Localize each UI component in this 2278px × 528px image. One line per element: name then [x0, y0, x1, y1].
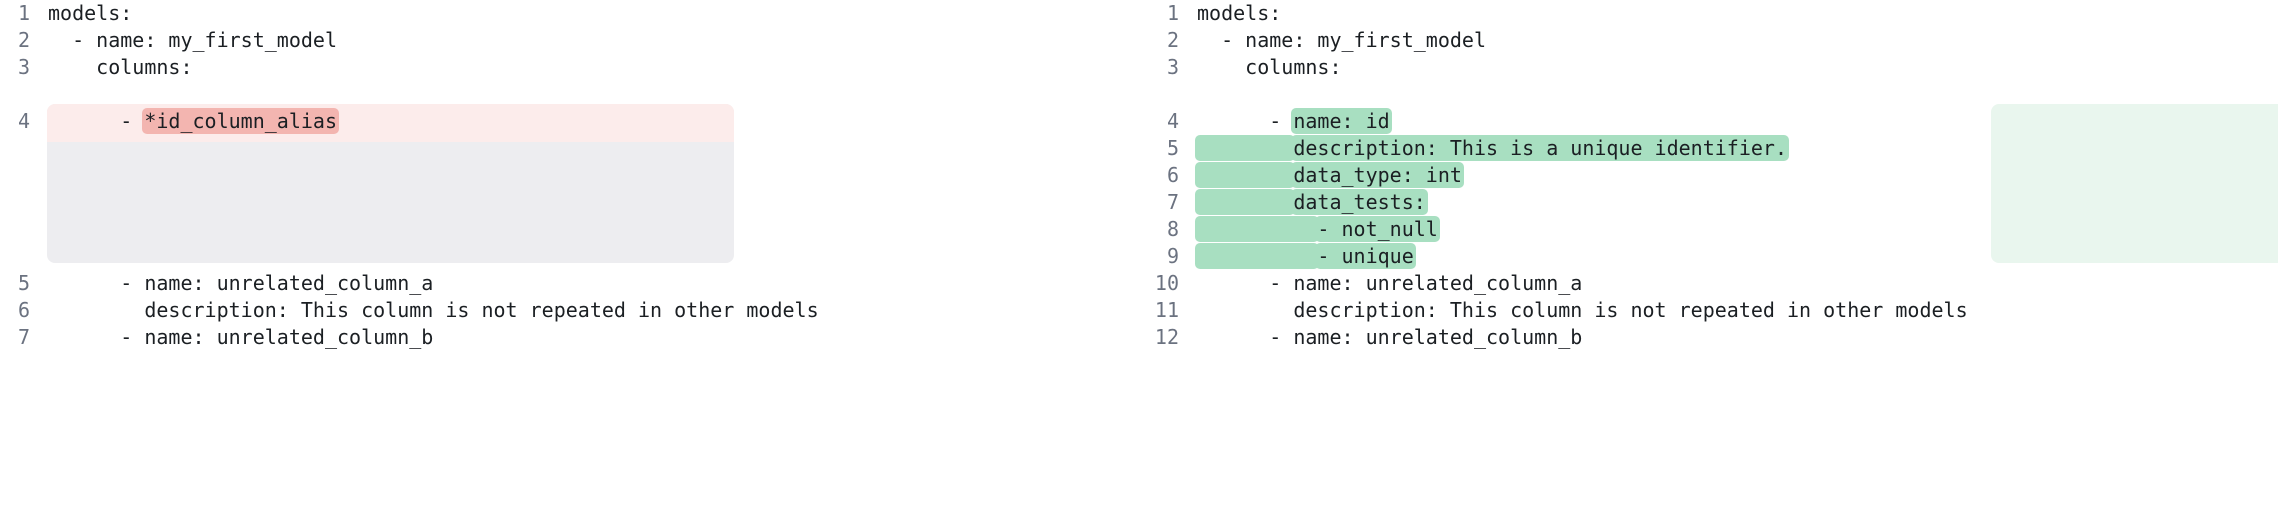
- code-line[interactable]: 2 - name: my_first_model: [1139, 27, 2278, 54]
- code-line[interactable]: 11 description: This column is not repea…: [1139, 297, 2278, 324]
- added-block-background: [1991, 104, 2278, 263]
- code-text: - unique: [1179, 243, 2278, 270]
- code-text: data_tests:: [1179, 189, 2278, 216]
- code-segment: - name: unrelated_column_b: [48, 325, 434, 349]
- line-number: 1: [1166, 1, 1179, 25]
- code-text: - not_null: [1179, 216, 2278, 243]
- code-line[interactable]: 5 - name: unrelated_column_a: [0, 270, 1139, 297]
- code-line[interactable]: 6 data_type: int: [1139, 162, 2278, 189]
- code-text: - name: my_first_model: [30, 27, 1139, 54]
- line-number: 6: [17, 298, 30, 322]
- code-line[interactable]: 5 description: This is a unique identifi…: [1139, 135, 2278, 162]
- code-text: models:: [30, 0, 1139, 27]
- added-word-highlight: name: id: [1291, 108, 1392, 134]
- code-text: columns:: [30, 54, 1139, 81]
- added-word-highlight: - unique: [1315, 243, 1416, 269]
- code-segment: - name: unrelated_column_a: [1197, 271, 1583, 295]
- code-text: - name: unrelated_column_a: [30, 270, 1139, 297]
- added-word-highlight: [1195, 162, 1296, 188]
- code-line[interactable]: [0, 243, 1139, 270]
- code-segment: description: This column is not repeated…: [1197, 298, 1968, 322]
- line-number: 3: [1166, 55, 1179, 79]
- code-line[interactable]: 9 - unique: [1139, 243, 2278, 270]
- code-line[interactable]: [0, 135, 1139, 162]
- code-text: description: This column is not repeated…: [30, 297, 1139, 324]
- code-text: - *id_column_alias: [30, 108, 1139, 135]
- code-line[interactable]: 7 - name: unrelated_column_b: [0, 324, 1139, 351]
- code-text: columns:: [1179, 54, 2278, 81]
- code-line[interactable]: 1 models:: [0, 0, 1139, 27]
- code-line[interactable]: 2 - name: my_first_model: [0, 27, 1139, 54]
- line-number: 7: [1166, 190, 1179, 214]
- code-line[interactable]: [0, 81, 1139, 108]
- code-segment: description: This column is not repeated…: [48, 298, 819, 322]
- code-line[interactable]: 3 columns:: [0, 54, 1139, 81]
- added-word-highlight: description: This is a unique identifier…: [1291, 135, 1790, 161]
- line-number: 3: [17, 55, 30, 79]
- line-number: 9: [1166, 244, 1179, 268]
- added-word-highlight: data_type: int: [1291, 162, 1464, 188]
- code-line[interactable]: 7 data_tests:: [1139, 189, 2278, 216]
- line-number: 11: [1154, 298, 1179, 322]
- code-segment: -: [48, 109, 145, 133]
- line-number: 1: [17, 1, 30, 25]
- removed-word-highlight: *id_column_alias: [142, 108, 339, 134]
- code-text: description: This column is not repeated…: [1179, 297, 2278, 324]
- code-line[interactable]: 4 - name: id: [1139, 108, 2278, 135]
- code-segment: models:: [48, 1, 133, 25]
- code-line[interactable]: [0, 216, 1139, 243]
- code-segment: -: [1197, 109, 1294, 133]
- code-segment: - name: unrelated_column_a: [48, 271, 434, 295]
- code-line[interactable]: 8 - not_null: [1139, 216, 2278, 243]
- line-number: 6: [1166, 163, 1179, 187]
- code-segment: - name: unrelated_column_b: [1197, 325, 1583, 349]
- code-line[interactable]: 12 - name: unrelated_column_b: [1139, 324, 2278, 351]
- code-text: models:: [1179, 0, 2278, 27]
- code-line[interactable]: [0, 162, 1139, 189]
- line-number: 4: [1166, 109, 1179, 133]
- code-text: - name: my_first_model: [1179, 27, 2278, 54]
- code-segment: columns:: [1197, 55, 1342, 79]
- code-line[interactable]: 10 - name: unrelated_column_a: [1139, 270, 2278, 297]
- code-text: - name: id: [1179, 108, 2278, 135]
- code-line[interactable]: 4 - *id_column_alias: [0, 108, 1139, 135]
- line-number: 2: [1166, 28, 1179, 52]
- code-segment: columns:: [48, 55, 193, 79]
- code-text: - name: unrelated_column_b: [1179, 324, 2278, 351]
- added-word-highlight: [1195, 135, 1296, 161]
- line-number: 7: [17, 325, 30, 349]
- code-text: - name: unrelated_column_a: [1179, 270, 2278, 297]
- line-number: 4: [17, 109, 30, 133]
- code-segment: models:: [1197, 1, 1282, 25]
- code-line[interactable]: 1 models:: [1139, 0, 2278, 27]
- added-word-highlight: [1195, 216, 1320, 242]
- line-number: 12: [1154, 325, 1179, 349]
- added-word-highlight: [1195, 189, 1296, 215]
- code-line[interactable]: [1139, 81, 2278, 108]
- code-line[interactable]: 6 description: This column is not repeat…: [0, 297, 1139, 324]
- added-word-highlight: data_tests:: [1291, 189, 1428, 215]
- line-number: 5: [17, 271, 30, 295]
- code-text: - name: unrelated_column_b: [30, 324, 1139, 351]
- line-number: 8: [1166, 217, 1179, 241]
- code-segment: - name: my_first_model: [48, 28, 337, 52]
- line-number: 2: [17, 28, 30, 52]
- code-line[interactable]: 3 columns:: [1139, 54, 2278, 81]
- added-word-highlight: [1195, 243, 1320, 269]
- code-line[interactable]: [0, 189, 1139, 216]
- code-text: data_type: int: [1179, 162, 2278, 189]
- line-number: 5: [1166, 136, 1179, 160]
- line-number: 10: [1154, 271, 1179, 295]
- code-text: description: This is a unique identifier…: [1179, 135, 2278, 162]
- added-word-highlight: - not_null: [1315, 216, 1440, 242]
- code-segment: - name: my_first_model: [1197, 28, 1486, 52]
